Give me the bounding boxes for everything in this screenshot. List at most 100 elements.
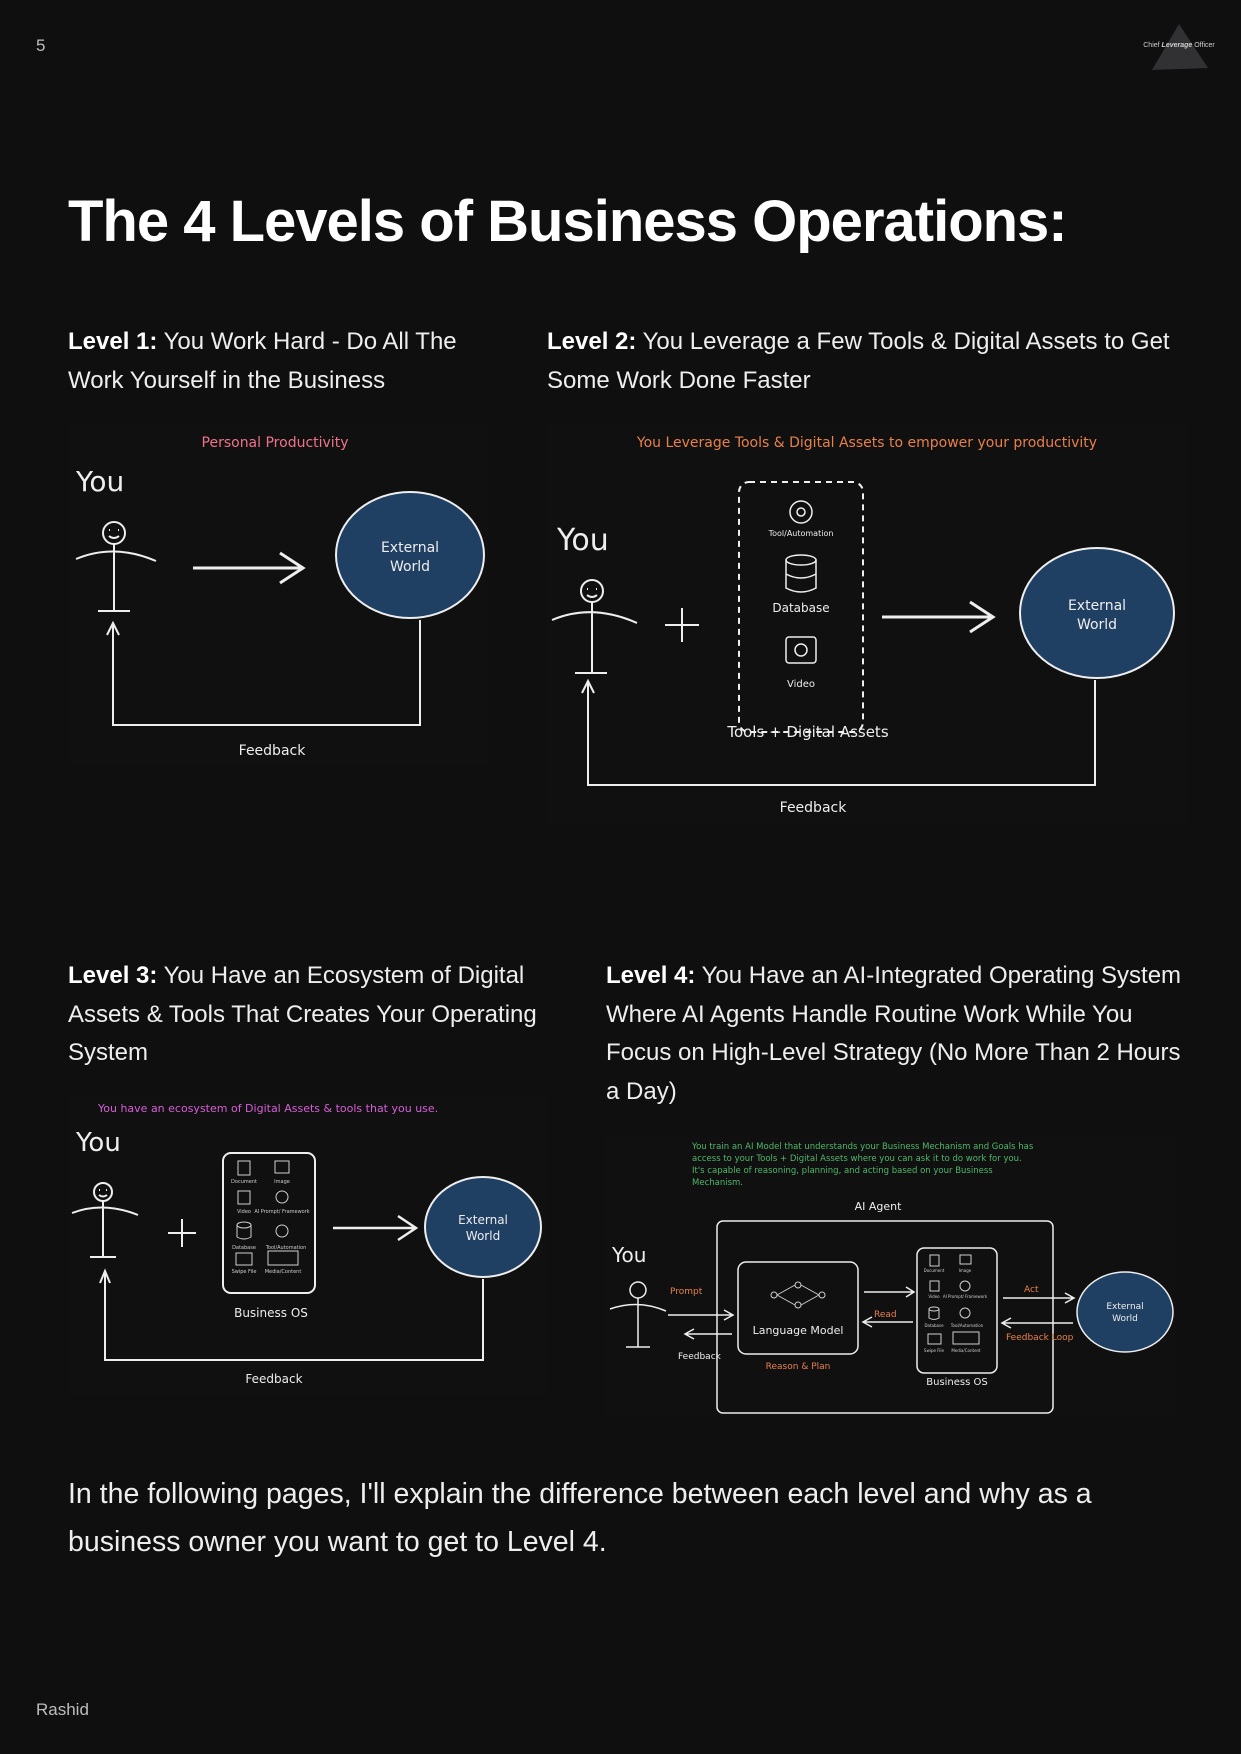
external-world-circle <box>424 1176 542 1278</box>
diagram2-feedback-label: Feedback <box>780 800 848 816</box>
diagram4-caption-line2: access to your Tools + Digital Assets wh… <box>692 1154 1022 1164</box>
tools-group-box <box>738 481 864 733</box>
closing-paragraph: In the following pages, I'll explain the… <box>68 1478 1092 1558</box>
diagram1-feedback-label: Feedback <box>239 743 307 759</box>
level-2-heading: Level 2: You Leverage a Few Tools & Digi… <box>547 328 1170 394</box>
svg-text:AI Prompt/ Framework: AI Prompt/ Framework <box>943 1294 988 1299</box>
diagram4-caption-line4: Mechanism. <box>692 1178 743 1188</box>
stick-figure-icon <box>551 579 638 674</box>
diagram2-database-label: Database <box>772 601 829 615</box>
diagram3-os-label: Business OS <box>234 1306 308 1320</box>
diagram1-world-line2: World <box>390 559 430 575</box>
video-icon <box>785 636 817 664</box>
diagram4-feedback-loop-label: Feedback Loop <box>1006 1333 1074 1343</box>
svg-text:Tool/Automation: Tool/Automation <box>265 1245 307 1251</box>
external-world-circle <box>335 491 485 619</box>
diagram4-prompt-label: Prompt <box>670 1287 703 1297</box>
level-1-diagram: Personal Productivity You External World… <box>68 425 488 765</box>
level-3-diagram: You have an ecosystem of Digital Assets … <box>68 1095 548 1395</box>
level-4-diagram: You train an AI Model that understands y… <box>606 1137 1176 1417</box>
svg-text:Document: Document <box>924 1268 945 1273</box>
svg-text:Video: Video <box>237 1209 251 1215</box>
gear-icon <box>789 500 813 524</box>
arrow-right-icon <box>333 1214 419 1242</box>
diagram2-world-line1: External <box>1068 598 1126 614</box>
diagram1-you-label: You <box>75 465 124 498</box>
feedback-arrow <box>683 1328 732 1340</box>
svg-text:Swipe File: Swipe File <box>924 1348 944 1353</box>
diagram4-reason-label: Reason & Plan <box>766 1362 831 1372</box>
ai-agent-box <box>716 1220 1054 1414</box>
plus-icon <box>168 1219 196 1247</box>
diagram1-caption: Personal Productivity <box>202 435 349 451</box>
svg-text:Image: Image <box>274 1179 290 1185</box>
diagram2-you-label: You <box>556 523 609 558</box>
external-world-circle <box>1076 1271 1174 1353</box>
prompt-arrow <box>668 1309 735 1321</box>
diagram4-world-line1: External <box>1106 1302 1143 1312</box>
page-title: The 4 Levels of Business Operations: <box>68 189 1068 254</box>
page-number: 5 <box>36 36 46 55</box>
diagram4-read-label: Read <box>874 1310 897 1320</box>
svg-text:Tool/Automation: Tool/Automation <box>950 1323 984 1328</box>
diagram4-model-label: Language Model <box>753 1324 844 1337</box>
act-arrow <box>1003 1292 1076 1304</box>
stick-figure-icon <box>71 1182 139 1258</box>
database-icon <box>785 554 817 593</box>
svg-text:Document: Document <box>231 1179 257 1185</box>
arrow-right-icon <box>193 551 306 585</box>
read-arrow <box>861 1316 913 1328</box>
diagram2-video-label: Video <box>787 679 815 690</box>
svg-text:Swipe File: Swipe File <box>232 1269 257 1275</box>
diagram3-world-line2: World <box>466 1229 500 1243</box>
write-arrow <box>864 1286 916 1298</box>
diagram4-os-label: Business OS <box>926 1377 988 1388</box>
diagram4-agent-label: AI Agent <box>855 1200 903 1213</box>
diagram4-you-label: You <box>611 1243 646 1267</box>
svg-text:Database: Database <box>232 1245 256 1251</box>
logo-text: Chief Leverage Officer <box>1143 42 1215 49</box>
svg-text:Image: Image <box>959 1268 972 1273</box>
svg-text:AI Prompt/ Framework: AI Prompt/ Framework <box>254 1209 309 1215</box>
os-item-icons <box>927 1254 980 1345</box>
feedback-loop-arrow <box>99 1268 484 1361</box>
svg-text:Video: Video <box>928 1294 940 1299</box>
diagram3-world-line1: External <box>458 1213 508 1227</box>
neural-network-icon <box>770 1281 826 1309</box>
feedback-loop-arrow <box>581 678 1096 786</box>
diagram3-feedback-label: Feedback <box>245 1372 302 1386</box>
diagram4-act-label: Act <box>1024 1285 1039 1295</box>
diagram4-feedback-label: Feedback <box>678 1352 722 1362</box>
business-os-box <box>222 1152 316 1294</box>
diagram2-group-label: Tools + Digital Assets <box>726 723 888 741</box>
feedback-loop-arrow <box>1000 1317 1073 1329</box>
diagram3-you-label: You <box>75 1128 121 1158</box>
language-model-box <box>737 1261 859 1355</box>
level-4-heading: Level 4: You Have an AI-Integrated Opera… <box>606 962 1182 1105</box>
level-2-diagram: You Leverage Tools & Digital Assets to e… <box>547 425 1187 825</box>
diagram2-caption: You Leverage Tools & Digital Assets to e… <box>636 435 1097 451</box>
diagram3-caption: You have an ecosystem of Digital Assets … <box>97 1102 438 1115</box>
arrow-right-icon <box>882 600 996 634</box>
os-item-icons <box>235 1160 299 1266</box>
feedback-loop-arrow <box>106 620 421 726</box>
business-os-box <box>916 1247 998 1374</box>
plus-icon <box>665 608 699 642</box>
level-3-heading: Level 3: You Have an Ecosystem of Digita… <box>68 962 537 1066</box>
svg-text:Media/Content: Media/Content <box>951 1348 981 1353</box>
diagram4-world-line2: World <box>1112 1314 1138 1324</box>
svg-text:Media/Content: Media/Content <box>265 1269 302 1275</box>
author-name: Rashid <box>36 1700 89 1719</box>
level-1-heading: Level 1: You Work Hard - Do All The Work… <box>68 328 457 394</box>
svg-text:Database: Database <box>924 1323 944 1328</box>
stick-figure-icon <box>75 521 157 612</box>
stick-figure-icon <box>609 1281 667 1348</box>
diagram1-world-line1: External <box>381 540 439 556</box>
diagram2-tool-label: Tool/Automation <box>768 529 834 538</box>
diagram4-caption-line3: It's capable of reasoning, planning, and… <box>692 1166 993 1176</box>
diagram4-caption-line1: You train an AI Model that understands y… <box>691 1142 1034 1152</box>
diagram2-world-line2: World <box>1077 617 1117 633</box>
logo-mark-icon <box>1152 24 1208 70</box>
external-world-circle <box>1019 547 1175 679</box>
brand-logo: Chief Leverage Officer <box>1140 20 1218 76</box>
